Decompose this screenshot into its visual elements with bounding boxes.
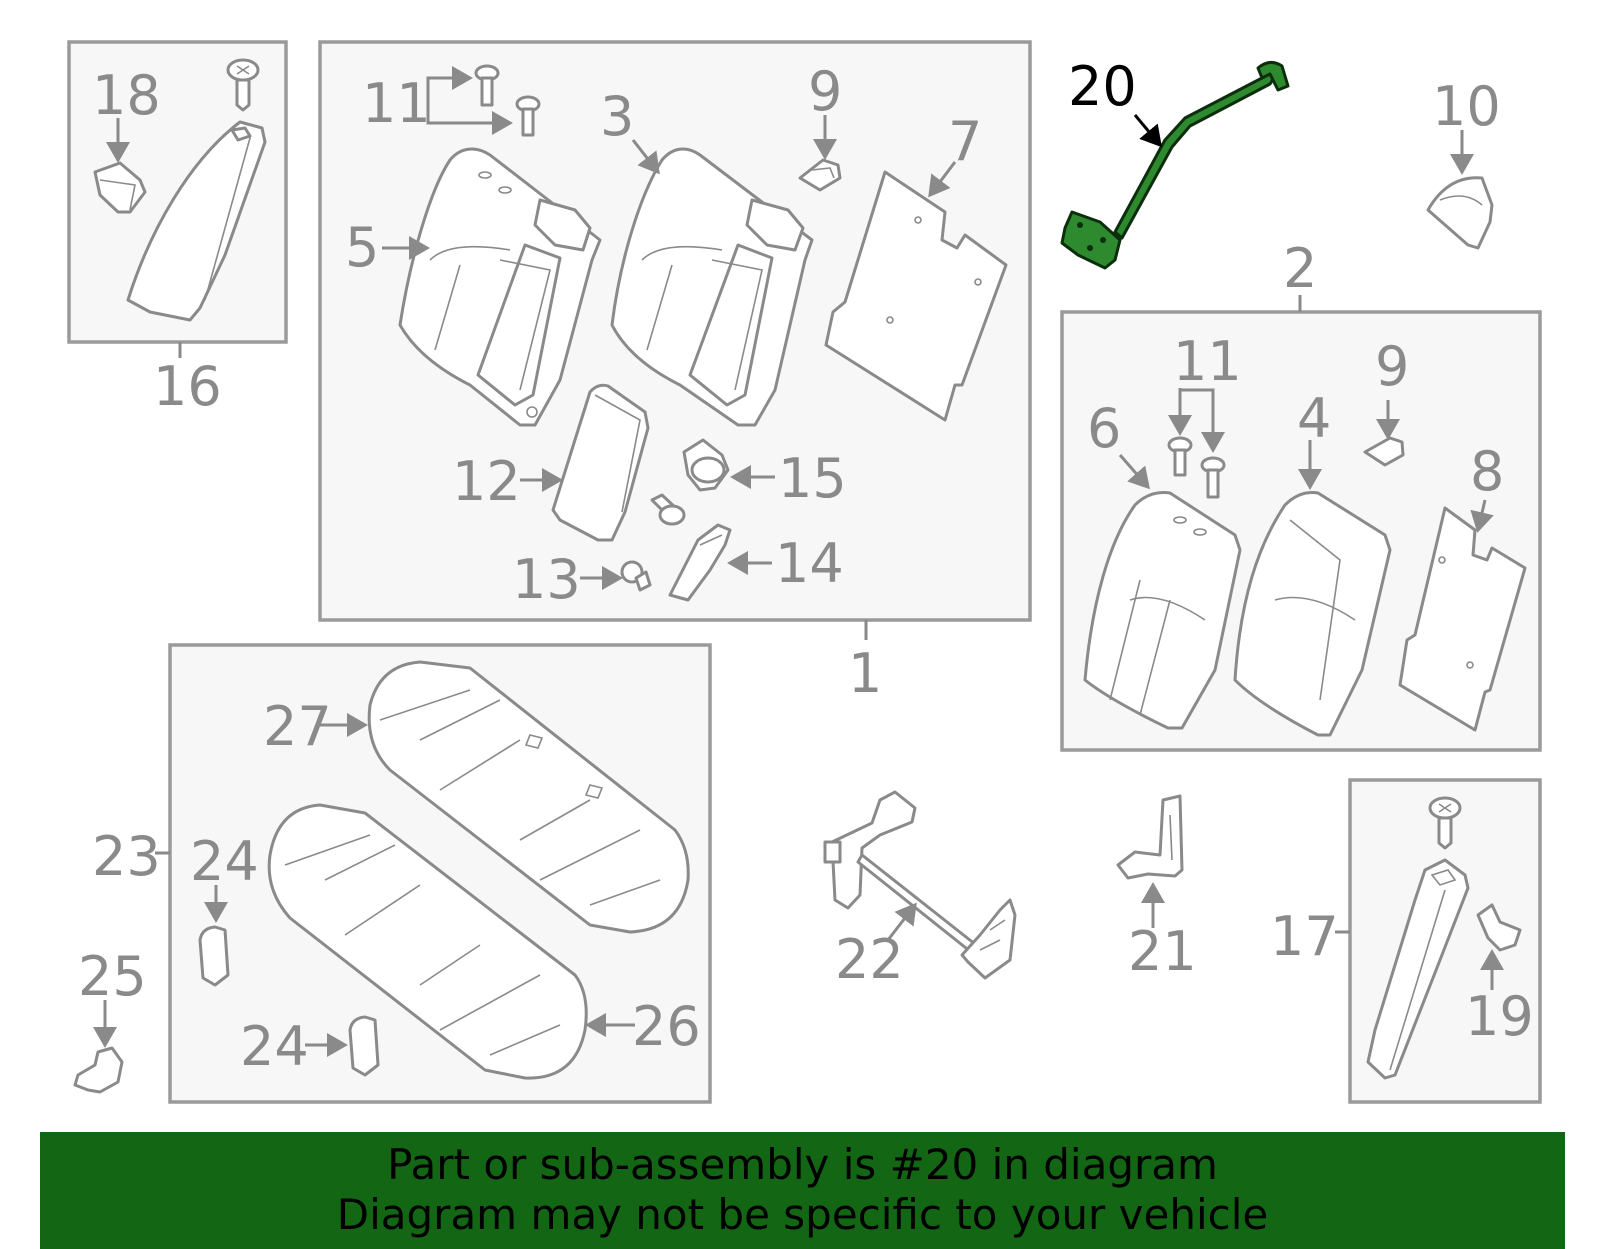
callout-26: 26 [632, 995, 701, 1058]
callout-24-a: 24 [190, 830, 259, 893]
back-panel-part-7 [824, 170, 1008, 422]
trim-cover-part-16 [126, 120, 267, 322]
callout-20: 20 [1068, 55, 1137, 118]
callout-10: 10 [1432, 75, 1501, 138]
screw-part-16 [226, 58, 260, 112]
info-banner: Part or sub-assembly is #20 in diagram D… [40, 1132, 1565, 1249]
bolts-part-11-a [474, 64, 541, 137]
banner-line-1: Part or sub-assembly is #20 in diagram [387, 1140, 1218, 1189]
clip-part-18 [93, 161, 147, 214]
callout-13: 13 [512, 548, 581, 611]
clip-part-24-b [348, 1015, 380, 1077]
clip-part-25 [73, 1046, 124, 1094]
armrest-part-12 [551, 383, 650, 542]
callout-8: 8 [1470, 440, 1504, 503]
callout-6: 6 [1087, 397, 1121, 460]
callout-18: 18 [92, 64, 161, 127]
banner-line-2: Diagram may not be specific to your vehi… [336, 1190, 1269, 1239]
callout-23: 23 [92, 825, 161, 888]
callout-4: 4 [1297, 387, 1331, 450]
clip-part-9-b [1363, 436, 1405, 467]
bracket-part-21 [1116, 794, 1184, 880]
cushion-part-27 [367, 660, 690, 934]
clip-part-19 [1476, 903, 1522, 952]
callout-9-b: 9 [1375, 335, 1409, 398]
callout-1: 1 [848, 642, 882, 705]
callout-11-a: 11 [362, 72, 431, 135]
callout-27: 27 [263, 695, 332, 758]
frame-part-22 [823, 790, 1017, 980]
seatback-part-5 [398, 147, 602, 427]
callout-25: 25 [78, 945, 147, 1008]
callout-22: 22 [835, 928, 904, 991]
callout-17: 17 [1270, 905, 1339, 968]
callout-3: 3 [600, 85, 634, 148]
callout-15: 15 [778, 447, 847, 510]
callout-11-b: 11 [1173, 330, 1242, 393]
seatback-part-6 [1083, 491, 1242, 730]
highlighted-part-20-bracket [1060, 61, 1290, 270]
cushion-part-26 [267, 803, 588, 1080]
callout-12: 12 [452, 450, 521, 513]
seatback-part-4 [1233, 491, 1392, 737]
cap-part-10 [1426, 176, 1494, 250]
clip-part-9-a [798, 158, 842, 192]
hinge-cover-part-14 [668, 523, 732, 602]
callout-5: 5 [345, 216, 379, 279]
callout-2: 2 [1283, 237, 1317, 300]
seatback-part-3 [610, 147, 814, 427]
screw-part-17 [1428, 796, 1462, 850]
bolt-part-13 [620, 493, 686, 592]
callout-24-b: 24 [240, 1015, 309, 1078]
callout-19: 19 [1465, 985, 1534, 1048]
latch-part-15 [682, 438, 730, 492]
trim-cover-part-17 [1366, 858, 1470, 1080]
callout-9-a: 9 [808, 60, 842, 123]
callout-21: 21 [1128, 920, 1197, 983]
callout-7: 7 [948, 110, 982, 173]
back-panel-part-8 [1398, 506, 1527, 732]
callout-16: 16 [153, 355, 222, 418]
callout-14: 14 [775, 532, 844, 595]
clip-part-24-a [198, 925, 230, 987]
